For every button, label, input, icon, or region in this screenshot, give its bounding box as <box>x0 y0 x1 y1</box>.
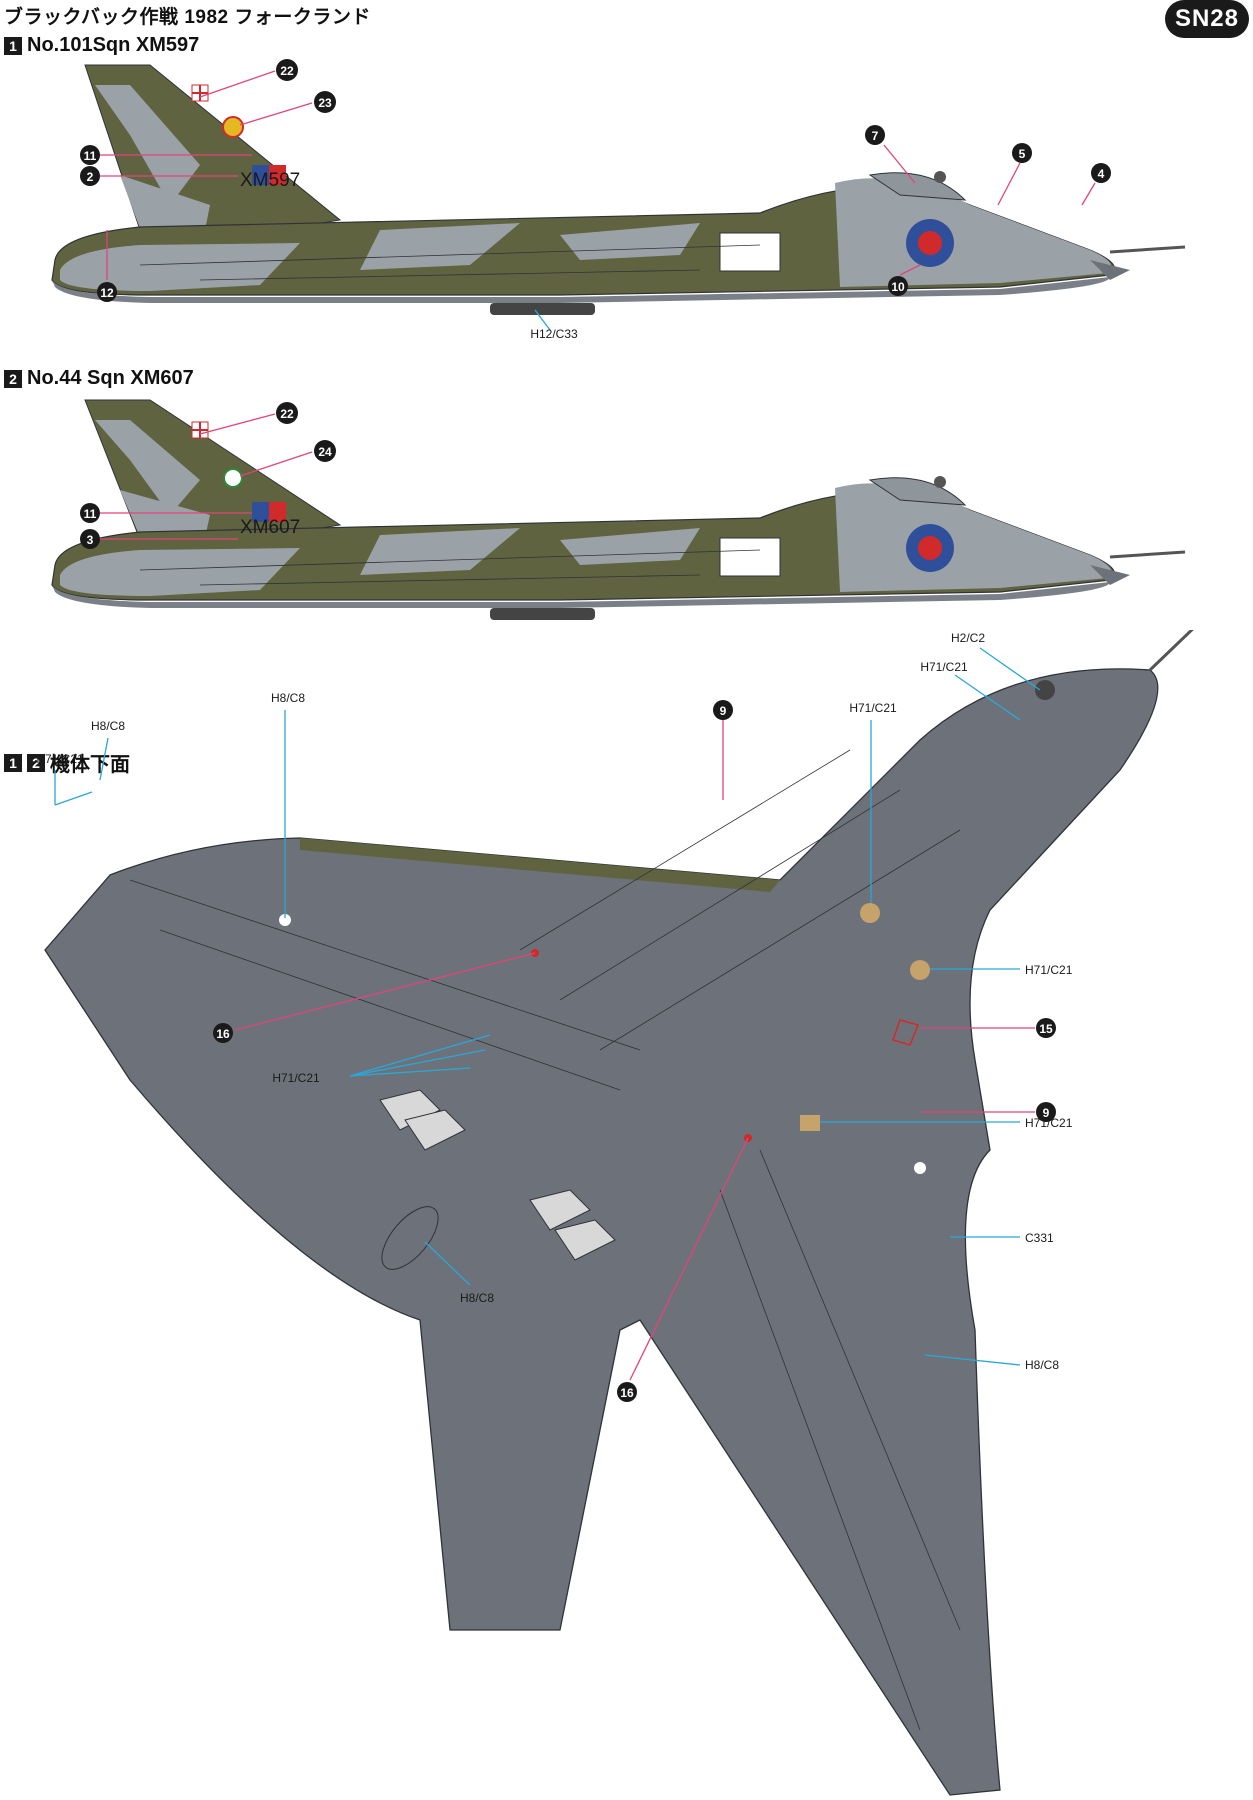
aircraft-side-profile <box>51 64 1186 315</box>
paint-callout-h8-c8-pod: H8/C8 <box>424 1241 494 1305</box>
callout-22: 22 <box>199 59 298 98</box>
callout-24: 24 <box>239 440 336 477</box>
paint-label: H8/C8 <box>91 719 125 733</box>
section-number: 2 <box>4 369 22 388</box>
paint-callout-h8-c8-right: H8/C8 <box>924 1354 1059 1372</box>
callout-number: 5 <box>1019 147 1026 161</box>
paint-label: H8/C8 <box>271 691 305 705</box>
serial-number: XM597 <box>240 170 300 191</box>
callout-number: 9 <box>1043 1106 1050 1120</box>
section-2-heading: 2 No.44 Sqn XM607 <box>4 367 194 390</box>
paint-callout-c331: C331 <box>950 1231 1054 1245</box>
paint-callout-h71-c21-pipes: H71/C21 <box>272 1034 491 1085</box>
callout-9-right: 9 <box>922 1102 1056 1122</box>
callout-number: 2 <box>87 170 94 184</box>
paint-label: H71/C21 <box>36 752 84 766</box>
paint-label: H71/C21 <box>849 701 897 715</box>
sheet-code-badge: SN28 <box>1165 0 1249 38</box>
paint-callout-h8-c8-wing: H8/C8 <box>271 691 305 918</box>
paint-callout-h71-c21-right: H71/C21 <box>930 963 1073 977</box>
paint-label: H71/C21 <box>920 660 968 674</box>
page-title: ブラックバック作戦 1982 フォークランド <box>4 7 371 28</box>
aircraft-underside-plan <box>44 630 1194 1796</box>
paint-callout-h8-c8-tip: H8/C8 <box>91 719 125 781</box>
paint-label: H71/C21 <box>1025 963 1073 977</box>
callout-number: 7 <box>872 129 879 143</box>
callout-7: 7 <box>865 125 916 184</box>
callout-number: 24 <box>318 445 332 459</box>
paint-label: H12/C33 <box>530 327 578 341</box>
callout-3: 3 <box>80 529 238 549</box>
paint-callout-h71-c21-wingroot: H71/C21 <box>849 701 897 903</box>
callout-number: 16 <box>216 1027 230 1041</box>
paint-callout-h12-c33: H12/C33 <box>530 309 578 341</box>
callout-number: 10 <box>891 280 905 294</box>
section-1-heading: 1 No.101Sqn XM597 <box>4 34 199 57</box>
side-view-xm607: XM607 22 24 11 3 <box>51 399 1186 620</box>
section-number: 1 <box>4 753 22 772</box>
callout-number: 3 <box>87 533 94 547</box>
section-label: No.101Sqn XM597 <box>27 34 200 56</box>
callout-number: 16 <box>620 1386 634 1400</box>
callout-number: 11 <box>84 149 97 163</box>
section-number: 1 <box>4 36 22 55</box>
side-view-xm597: XM597 22 23 11 2 12 7 5 4 <box>51 59 1186 341</box>
callout-16-upper: 16 <box>213 952 536 1043</box>
callout-23: 23 <box>239 91 336 126</box>
paint-callout-h71-c21-tip: H71/C21 <box>36 752 93 806</box>
callout-4: 4 <box>1081 163 1111 206</box>
serial-number: XM607 <box>240 517 300 538</box>
callout-10: 10 <box>888 264 921 296</box>
paint-callout-h71-c21-nose: H71/C21 <box>920 660 1021 721</box>
callout-number: 23 <box>318 96 332 110</box>
callout-number: 9 <box>720 704 727 718</box>
paint-label: C331 <box>1025 1231 1054 1245</box>
callout-22: 22 <box>199 402 298 435</box>
callout-12: 12 <box>97 230 117 302</box>
callout-number: 22 <box>280 407 294 421</box>
section-label: No.44 Sqn XM607 <box>27 367 194 389</box>
paint-label: H71/C21 <box>272 1071 320 1085</box>
callout-16-lower: 16 <box>617 1137 749 1402</box>
callout-5: 5 <box>997 143 1032 206</box>
callout-number: 15 <box>1039 1022 1053 1036</box>
callout-11: 11 <box>80 145 252 165</box>
section-label: 機体下面 <box>50 754 130 776</box>
callout-number: 11 <box>84 507 97 521</box>
paint-label: H71/C21 <box>1025 1116 1073 1130</box>
paint-callout-h2-c2: H2/C2 <box>951 631 1041 691</box>
callout-number: 12 <box>100 286 114 300</box>
callout-15: 15 <box>920 1018 1056 1038</box>
callout-2: 2 <box>80 166 238 186</box>
callout-number: 22 <box>280 64 294 78</box>
callout-11: 11 <box>80 503 252 523</box>
section-number: 2 <box>27 753 45 772</box>
paint-label: H2/C2 <box>951 631 985 645</box>
callout-number: 4 <box>1098 167 1105 181</box>
section-3-heading: 1 2 機体下面 <box>4 748 130 777</box>
callout-9-top: 9 <box>713 700 733 800</box>
paint-label: H8/C8 <box>1025 1358 1059 1372</box>
paint-callout-h71-c21-lower: H71/C21 <box>820 1116 1073 1130</box>
underside-view: H2/C2 H71/C21 H8/C8 H8/C8 H71/C21 9 H71/… <box>36 630 1194 1796</box>
paint-label: H8/C8 <box>460 1291 494 1305</box>
aircraft-side-profile <box>51 399 1186 620</box>
